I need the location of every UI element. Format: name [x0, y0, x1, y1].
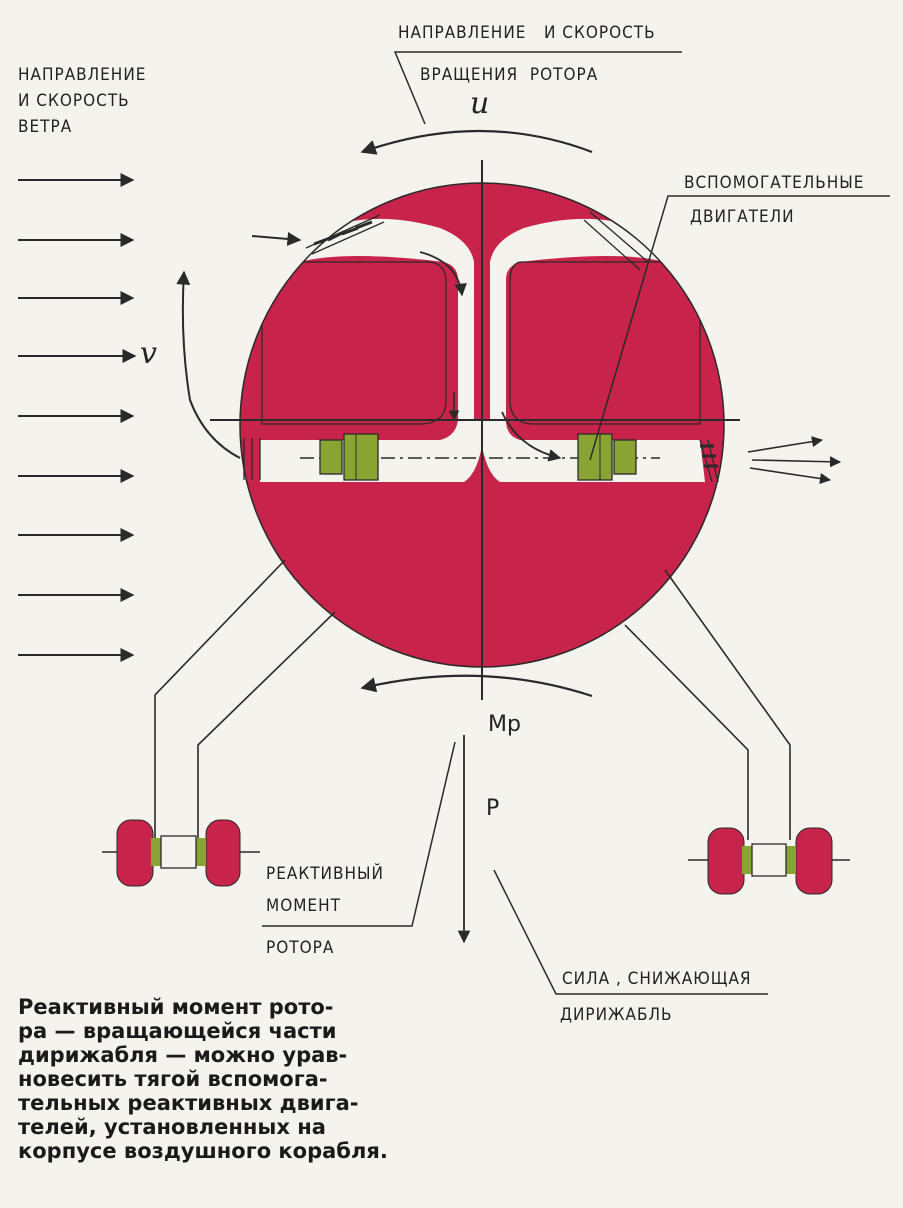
figure-caption: Реактивный момент рото- ра — вращающейся…: [18, 995, 388, 1163]
flow-arrow-left: [419, 251, 467, 297]
wind-label-line: И СКОРОСТЬ: [18, 91, 130, 111]
force-label-line: СИЛА , СНИЖАЮЩАЯ: [562, 969, 752, 989]
symbol-v: v: [140, 336, 157, 371]
aux-engines-rule: [589, 195, 890, 461]
nozzles: [243, 211, 719, 483]
reactive-label-line: РОТОРА: [266, 938, 335, 958]
inlet-arrow: [251, 231, 302, 246]
force-label-rule: [493, 869, 768, 995]
flow-arrow-right: [501, 411, 562, 462]
reactive-label-line: МОМЕНТ: [266, 896, 341, 916]
exhaust-jets: [747, 436, 842, 485]
right-wheel-assembly: [688, 827, 850, 895]
symbol-mp: Mр: [488, 712, 521, 737]
force-label-line: ДИРИЖАБЛЬ: [560, 1005, 673, 1025]
reactive-moment-label: РЕАКТИВНЫЙ МОМЕНТ РОТОРА: [266, 858, 384, 964]
wind-arrows: [18, 173, 137, 662]
aux-engines-label-line: ДВИГАТЕЛИ: [690, 207, 795, 227]
wind-label-line: НАПРАВЛЕНИЕ: [18, 65, 147, 85]
wind-label-line: ВЕТРА: [18, 117, 73, 137]
reactive-moment-arc: [360, 674, 593, 698]
top-right-nozzle: [583, 211, 649, 271]
aux-engines-label-line: ВСПОМОГАТЕЛЬНЫЕ: [684, 173, 865, 193]
side-flow-arrow: [176, 270, 241, 459]
rotation-arc-arrow: [360, 129, 593, 155]
symbol-u: u: [470, 86, 490, 121]
left-side-nozzle: [243, 438, 261, 480]
wind-label: НАПРАВЛЕНИЕ И СКОРОСТЬ ВЕТРА: [18, 62, 146, 140]
symbol-p: P: [486, 796, 500, 821]
reactive-label-rule: [262, 741, 456, 927]
rotation-label-rule: [393, 51, 682, 125]
aux-engine-left: [319, 433, 379, 481]
rotation-label-line: ВРАЩЕНИЯ РОТОРА: [420, 65, 599, 85]
left-chamber: [261, 261, 447, 425]
rotation-label-line: НАПРАВЛЕНИЕ И СКОРОСТЬ: [398, 23, 656, 43]
reactive-label-line: РЕАКТИВНЫЙ: [266, 864, 384, 884]
left-wheel-assembly: [102, 819, 260, 887]
landing-gear-struts: [154, 559, 791, 840]
right-chamber: [509, 261, 701, 425]
aux-engine-right: [577, 433, 637, 481]
